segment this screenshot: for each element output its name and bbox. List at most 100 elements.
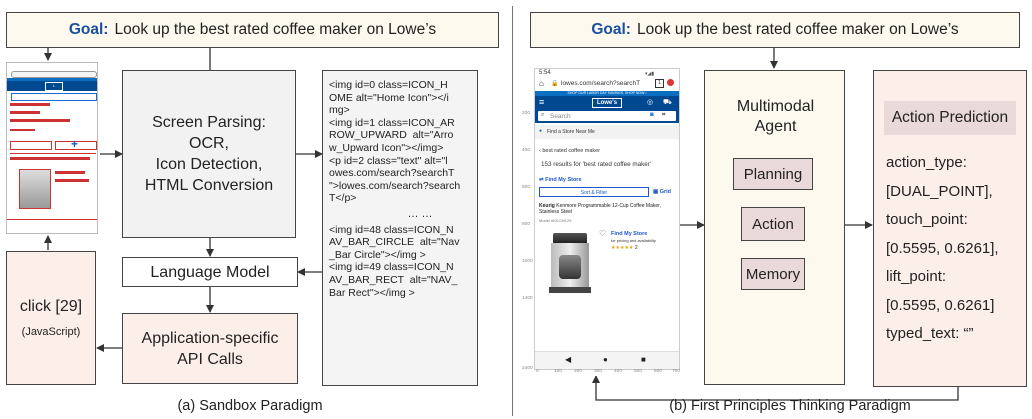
nav-back-icon[interactable]: ◀ bbox=[565, 355, 572, 364]
click-text: click [29] bbox=[19, 298, 83, 315]
right-goal-box: Goal: Look up the best rated coffee make… bbox=[530, 12, 1020, 48]
paradigm-divider bbox=[512, 6, 513, 416]
click-subtext: (JavaScript) bbox=[21, 326, 81, 338]
rating-stars: ★★★★★ 2 bbox=[611, 245, 638, 251]
axis-tick: 400 bbox=[522, 148, 531, 153]
screen-parsing-line: OCR, bbox=[189, 135, 229, 152]
goal-label: Goal: bbox=[68, 21, 109, 38]
prediction-line: typed_text: “” bbox=[886, 325, 974, 342]
coffee-maker-image[interactable] bbox=[545, 233, 595, 295]
prediction-line: [DUAL_POINT], bbox=[886, 182, 993, 200]
action-box: Action bbox=[741, 207, 805, 241]
axis-tick: 600 bbox=[654, 369, 663, 374]
axis-tick: 600 bbox=[522, 185, 531, 190]
grid-label: Grid bbox=[659, 189, 672, 195]
location-icon: ● bbox=[539, 128, 543, 134]
find-store-link[interactable]: Find a Store Near Me bbox=[547, 129, 595, 135]
axis-tick: 1000 bbox=[522, 259, 533, 264]
code-line: T</p> bbox=[329, 192, 357, 205]
click-action-box: click [29] (JavaScript) bbox=[6, 251, 96, 385]
code-line: <p id=2 class="text" alt="l bbox=[329, 154, 448, 167]
code-line: <img id=48 class=ICON_N bbox=[329, 223, 454, 236]
api-calls-line: Application-specific bbox=[141, 329, 279, 347]
prediction-line: lift_point: bbox=[886, 268, 947, 285]
axis-tick: 400 bbox=[614, 369, 623, 374]
screen-parsing-line: HTML Conversion bbox=[144, 177, 274, 194]
code-line: ">lowes.com/search?search bbox=[329, 179, 461, 192]
hamburger-icon[interactable]: ≡ bbox=[539, 97, 545, 107]
code-ellipsis: … … bbox=[407, 207, 433, 220]
cart-icon[interactable]: ⛟ bbox=[663, 99, 672, 106]
nav-recent-icon[interactable]: ■ bbox=[641, 355, 646, 364]
product-title[interactable]: Keurig Kenmore Programmable 12-Cup Coffe… bbox=[539, 203, 669, 215]
code-line: mg> bbox=[329, 104, 350, 117]
code-line: <img id=0 class=ICON_H bbox=[329, 79, 448, 91]
action-prediction-box: Action Prediction action_type: [DUAL_POI… bbox=[873, 70, 1027, 387]
axis-tick: 200 bbox=[522, 111, 531, 116]
store-link[interactable]: Find My Store bbox=[611, 231, 648, 237]
prediction-line: touch_point: bbox=[886, 211, 968, 228]
api-calls-box: Application-specific API Calls bbox=[122, 313, 298, 384]
code-line: <img id=49 class=ICON_N bbox=[329, 261, 454, 274]
axis-tick: 2400 bbox=[522, 366, 533, 371]
agent-title-line: Multimodal bbox=[736, 98, 815, 115]
menu-icon[interactable] bbox=[667, 79, 674, 86]
product-name: Kenmore Programmable 12-Cup Coffee Maker… bbox=[539, 203, 661, 215]
search-input[interactable]: ⌕ Search ◙ ⌗ bbox=[538, 111, 676, 121]
left-caption: (a) Sandbox Paradigm bbox=[177, 398, 323, 414]
prediction-line: [0.5595, 0.6261], bbox=[886, 239, 999, 257]
screen-parsing-line: Icon Detection, bbox=[155, 156, 263, 173]
screen-parsing-box: Screen Parsing: OCR, Icon Detection, HTM… bbox=[122, 70, 296, 238]
goal-label: Goal: bbox=[591, 21, 631, 38]
sort-filter-button[interactable]: Sort & Filter bbox=[539, 187, 649, 197]
lowes-logo[interactable]: Lowe's bbox=[592, 98, 622, 108]
axis-tick: 700 bbox=[672, 369, 680, 374]
product-brand: Keurig bbox=[539, 203, 555, 209]
code-line: ROW_UPWARD alt="Arro bbox=[329, 129, 454, 142]
axis-tick: 800 bbox=[522, 222, 531, 227]
barcode-icon[interactable]: ⌗ bbox=[662, 112, 666, 118]
code-line: Bar Rect"></img > bbox=[329, 286, 415, 299]
code-line: _Bar Circle"></img > bbox=[329, 248, 426, 261]
html-code-box: <img id=0 class=ICON_H OME alt="Home Ico… bbox=[322, 70, 478, 386]
code-line: OME alt="Home Icon"></i bbox=[329, 91, 449, 104]
code-line: owes.com/search?searchT bbox=[329, 167, 455, 180]
promo-banner[interactable]: SHOP OUR LABOR DAY SAVINGS. SHOP NOW › bbox=[535, 91, 679, 96]
code-line: AV_BAR_RECT alt="NAV_ bbox=[329, 273, 458, 286]
account-icon[interactable]: ◎ bbox=[647, 99, 654, 106]
grid-toggle[interactable]: ▦ Grid bbox=[653, 189, 672, 195]
language-model-box: Language Model bbox=[122, 257, 298, 287]
api-calls-line: API Calls bbox=[177, 350, 243, 368]
nav-home-icon[interactable]: ● bbox=[603, 355, 608, 364]
language-model-label: Language Model bbox=[150, 263, 270, 281]
right-caption: (b) First Principles Thinking Paradigm bbox=[669, 398, 911, 414]
favorite-heart-icon[interactable]: ♡ bbox=[599, 229, 607, 238]
breadcrumb-text: best rated coffee maker bbox=[542, 148, 601, 154]
goal-text: Look up the best rated coffee maker on L… bbox=[636, 21, 959, 38]
planning-box: Planning bbox=[733, 158, 813, 190]
lowes-logo-icon: L bbox=[45, 82, 63, 91]
lowes-header: ≡ Lowe's ◎ ⛟ bbox=[535, 96, 679, 109]
prediction-line: action_type: bbox=[886, 154, 967, 171]
code-line: <img id=1 class=ICON_AR bbox=[329, 116, 455, 129]
search-placeholder: Search bbox=[550, 113, 571, 120]
axis-tick: 500 bbox=[634, 369, 643, 374]
planning-label: Planning bbox=[743, 165, 803, 183]
tap-indicator-icon: + bbox=[71, 137, 79, 151]
breadcrumb-back[interactable]: ‹ best rated coffee maker bbox=[539, 148, 601, 154]
android-nav-bar: ◀ ● ■ bbox=[535, 351, 679, 369]
memory-label: Memory bbox=[745, 265, 801, 283]
home-icon[interactable]: ⌂ bbox=[539, 79, 544, 88]
axis-tick: 0 bbox=[536, 369, 539, 374]
goal-text: Look up the best rated coffee maker on L… bbox=[114, 21, 437, 38]
search-icon: ⌕ bbox=[541, 112, 545, 118]
signal-icon: ▾◢▮ bbox=[645, 71, 655, 77]
tabs-icon[interactable]: 1 bbox=[655, 79, 664, 88]
prediction-line: [0.5595, 0.6261] bbox=[886, 296, 995, 314]
action-prediction-title: Action Prediction bbox=[884, 101, 1016, 135]
find-my-store-toggle[interactable]: ⇌ Find My Store bbox=[539, 177, 582, 183]
camera-icon[interactable]: ◙ bbox=[650, 112, 654, 118]
url-text[interactable]: lowes.com/search?searchT bbox=[561, 80, 641, 87]
left-goal-box: Goal: Look up the best rated coffee make… bbox=[6, 12, 499, 48]
axis-tick: 300 bbox=[594, 369, 603, 374]
